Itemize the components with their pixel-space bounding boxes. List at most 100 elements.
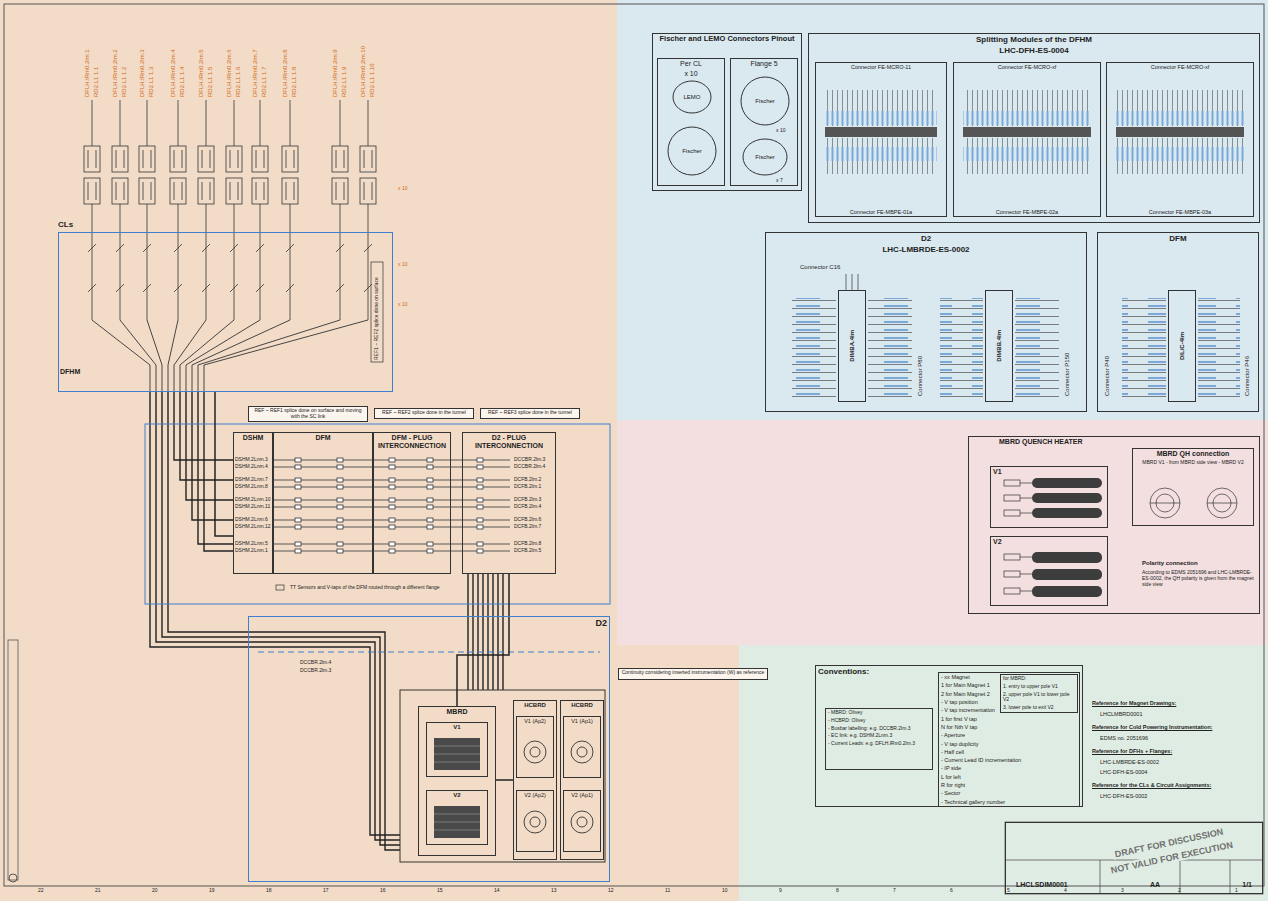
splice-note: REF ~ REF1 splice done on surface and mo… bbox=[248, 406, 368, 422]
drawing-line bbox=[434, 814, 480, 815]
label-text: 2 bbox=[1178, 888, 1181, 894]
drawing-g bbox=[434, 746, 480, 830]
label-text: Connector P150 bbox=[1064, 353, 1071, 396]
drawing-rect bbox=[1032, 478, 1102, 488]
label-text: Connector P46 bbox=[1244, 356, 1251, 396]
drawing-circle bbox=[9, 874, 17, 882]
node-text: 2 for Main Magnet 2 bbox=[939, 690, 1079, 698]
label-text: Polarity connection bbox=[1142, 560, 1198, 567]
fischer-connector: Fischer bbox=[742, 138, 788, 176]
label-text: x 10 bbox=[398, 302, 407, 308]
drawing-line bbox=[846, 274, 847, 290]
drawing-use bbox=[274, 478, 510, 482]
label-text: DSHM.2Lnm.7 bbox=[235, 477, 268, 483]
label-text: DCFB.2lm.8 bbox=[514, 541, 541, 547]
label-text: 7 bbox=[893, 888, 896, 894]
drawing-rect bbox=[4, 4, 1264, 886]
node-text: D2 bbox=[766, 233, 1086, 244]
drawing-circle bbox=[1150, 488, 1180, 518]
lemo-connector: LEMO bbox=[672, 80, 712, 114]
label-text: 3 bbox=[1121, 888, 1124, 894]
label-text: 12 bbox=[608, 888, 614, 894]
drawing-line bbox=[434, 746, 480, 747]
drawing-rect bbox=[1116, 90, 1244, 126]
wire-connector bbox=[457, 574, 509, 706]
node-text: DIL/C-4lm bbox=[1177, 331, 1188, 361]
drawing-rect bbox=[963, 127, 1091, 137]
label-text: DSHM.2Lnm.12 bbox=[235, 524, 271, 530]
drawing-use bbox=[274, 458, 510, 462]
node-text: V1 (Ap1) bbox=[564, 717, 600, 725]
drawing-g bbox=[150, 392, 503, 850]
node-text: AA bbox=[1148, 880, 1162, 890]
node-text: Connector FE-MCRO-xf bbox=[1107, 63, 1253, 71]
label-text: DCFB.2lm.1 bbox=[514, 484, 541, 490]
drawing-line bbox=[434, 830, 480, 831]
label-text: LHC-LMBRDE-ES-0002 bbox=[1100, 759, 1159, 765]
drawing-line bbox=[1020, 513, 1032, 514]
drawing-g bbox=[92, 262, 383, 392]
drawing-use bbox=[274, 485, 510, 489]
drawing-circle bbox=[577, 747, 587, 757]
label-text: 22 bbox=[38, 888, 44, 894]
wire-connector bbox=[215, 392, 233, 536]
node-text: DFM - PLUG INTERCONNECTION bbox=[374, 433, 450, 451]
node-text: REF ~ REF2 splice done in the tunnel bbox=[375, 409, 473, 417]
label-text: RD2.L1 1.2 bbox=[121, 67, 128, 97]
label-text: DFLH.lRm0.2lm.8 bbox=[282, 49, 289, 97]
label-text: DFLH.lRm0.2lm.4 bbox=[170, 49, 177, 97]
label-text: 19 bbox=[209, 888, 215, 894]
drawing-rect bbox=[1032, 586, 1102, 597]
label-text: 18 bbox=[266, 888, 272, 894]
node-text: for MBRD: bbox=[1001, 675, 1077, 683]
drawing-use bbox=[226, 100, 242, 320]
node-text: MBRD QUENCH HEATER bbox=[969, 437, 1259, 447]
node-text: D2 bbox=[249, 617, 609, 629]
drawing-rect bbox=[1032, 508, 1102, 518]
node-text: N for Nth V tap bbox=[939, 723, 1079, 731]
drawing-use bbox=[274, 549, 510, 553]
node-text: 1/1 bbox=[1240, 880, 1254, 890]
drawing-use bbox=[274, 525, 510, 529]
node-text: LHCLSDIM0001 bbox=[1014, 880, 1070, 890]
drawing-use bbox=[274, 505, 510, 509]
node-text: Fischer and LEMO Connectors Pinout bbox=[653, 34, 801, 45]
drawing-use bbox=[170, 100, 186, 320]
node-text: Flange 5 bbox=[731, 59, 797, 69]
d2-region: D2MBRDV1V2HCBRDV1 (Ap2)V2 (Ap2)HCBRDV1 (… bbox=[248, 616, 610, 882]
node-text: Connector FE-MBPE-03a bbox=[1107, 208, 1253, 216]
node-text: DFM bbox=[274, 433, 372, 443]
label-text: 9 bbox=[779, 888, 782, 894]
drawing-rect bbox=[825, 127, 937, 137]
drawing-g bbox=[524, 741, 593, 833]
label-text: 16 bbox=[380, 888, 386, 894]
label-text: RD2.L1 1.6 bbox=[235, 67, 242, 97]
label-text: DFLH.lRm0.2lm.5 bbox=[198, 49, 205, 97]
drawing-path bbox=[467, 574, 468, 690]
drawing-rect bbox=[434, 806, 480, 838]
label-text: LHC-DFH-ES-0004 bbox=[1100, 769, 1147, 775]
label-text: 11 bbox=[665, 888, 670, 894]
connector-block: DIL/C-4lm bbox=[1168, 290, 1196, 402]
node-text: V2 (Ap2) bbox=[517, 791, 553, 799]
d2-panel: D2LHC-LMBRDE-ES-0002DIMBA.4lmDIMBB.4lm bbox=[765, 232, 1087, 412]
drawing-line bbox=[858, 274, 859, 290]
label-text: DCFB.2lm.3 bbox=[514, 497, 541, 503]
node-text: Splitting Modules of the DFHM bbox=[809, 34, 1259, 45]
heater-group: V1 bbox=[990, 466, 1108, 528]
label-text: Reference for Cold Powering Instrumentat… bbox=[1092, 724, 1212, 730]
node-text: R for right bbox=[939, 781, 1079, 789]
label-text: DCFB.2lm.2 bbox=[514, 477, 541, 483]
node-text: 1 for first V tap bbox=[939, 715, 1079, 723]
magnet-box: HCBRDV1 (Ap2)V2 (Ap2) bbox=[513, 700, 557, 860]
node-text: MBRD QH connection bbox=[1133, 449, 1253, 459]
drawing-path bbox=[492, 574, 493, 690]
node-text: - Busbar labelling: e.g. DCCBR.2lm.3 bbox=[826, 725, 932, 733]
drawing-rect bbox=[792, 298, 836, 398]
node-text: - V tap incrementation bbox=[939, 706, 1079, 714]
drawing-line bbox=[1100, 860, 1101, 894]
drawing-rect bbox=[868, 298, 912, 398]
fischer-connector: Fischer bbox=[667, 126, 717, 176]
drawing-rect bbox=[1015, 298, 1059, 398]
